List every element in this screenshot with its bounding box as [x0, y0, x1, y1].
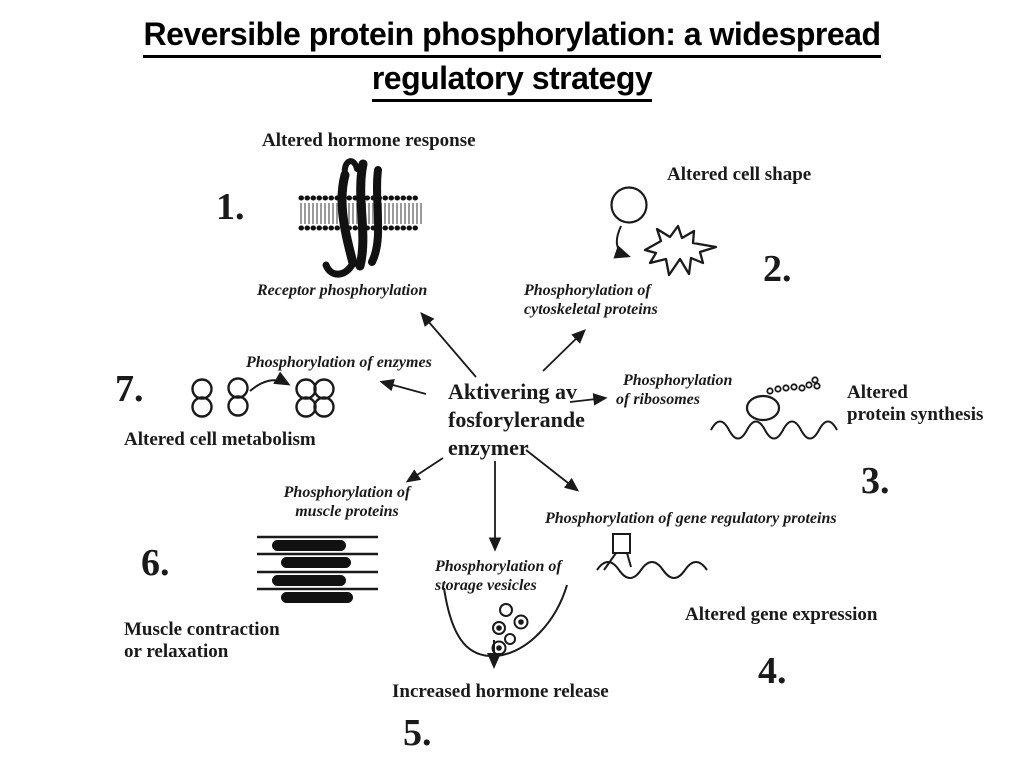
- arrow-to-cytoskeleton: [542, 329, 586, 372]
- label-storage-vesicles-line2: storage vesicles: [435, 577, 537, 594]
- label-ribosomes: Phosphorylation of ribosomes: [616, 371, 732, 409]
- enzyme-subunit-drawing: [191, 371, 335, 418]
- outcome-hormone-response: Altered hormone response: [262, 130, 476, 151]
- page-title: Reversible protein phosphorylation: a wi…: [0, 14, 1024, 102]
- label-cytoskeletal-proteins: Phosphorylation of cytoskeletal proteins: [524, 281, 658, 319]
- arrow-to-gene: [525, 449, 580, 492]
- page-title-line2: regulatory strategy: [371, 58, 653, 102]
- page-title-line1: Reversible protein phosphorylation: a wi…: [143, 14, 881, 58]
- cell-shape-drawing: [610, 186, 718, 277]
- number-3: 3.: [861, 460, 890, 502]
- membrane-receptor-drawing: [298, 158, 424, 278]
- outcome-muscle-line2: or relaxation: [124, 641, 229, 662]
- outcome-cell-shape: Altered cell shape: [667, 164, 812, 185]
- label-cytoskeletal-line2: cytoskeletal proteins: [524, 301, 658, 318]
- hub-line2: fosforylerande: [448, 407, 585, 432]
- outcome-muscle-line1: Muscle contraction: [124, 619, 280, 640]
- label-muscle-proteins-line2: muscle proteins: [295, 503, 399, 520]
- label-gene-regulatory: Phosphorylation of gene regulatory prote…: [545, 510, 837, 527]
- label-enzymes: Phosphorylation of enzymes: [246, 354, 432, 371]
- hub-arrows: [379, 311, 608, 552]
- number-1: 1.: [216, 186, 245, 228]
- ribosome-drawing: [710, 376, 838, 440]
- outcome-hormone-release: Increased hormone release: [392, 681, 609, 702]
- label-cytoskeletal-line1: Phosphorylation of: [524, 282, 651, 299]
- outcome-protein-synthesis-line2: protein synthesis: [847, 404, 984, 425]
- outcome-protein-synthesis: Altered protein synthesis: [847, 382, 983, 426]
- number-7: 7.: [115, 368, 144, 410]
- label-storage-vesicles-line1: Phosphorylation of: [435, 558, 562, 575]
- number-2: 2.: [763, 248, 792, 290]
- hub-text: Aktivering av fosforylerande enzymer: [448, 378, 585, 462]
- number-4: 4.: [758, 650, 787, 692]
- number-5: 5.: [403, 712, 432, 754]
- arrow-to-ribosomes: [569, 393, 608, 406]
- hub-line3: enzymer: [448, 435, 529, 460]
- storage-vesicle-drawing: [443, 584, 568, 669]
- outcome-gene-expression: Altered gene expression: [685, 604, 878, 625]
- outcome-muscle-contraction: Muscle contraction or relaxation: [124, 619, 280, 663]
- arrow-to-enzymes: [379, 379, 427, 395]
- arrow-to-muscle: [405, 457, 444, 483]
- label-receptor-phosphorylation: Receptor phosphorylation: [257, 282, 428, 299]
- number-6: 6.: [141, 542, 170, 584]
- label-ribosomes-line2: of ribosomes: [616, 391, 700, 408]
- arrow-to-receptor: [420, 311, 477, 378]
- gene-regulatory-protein-drawing: [596, 533, 708, 579]
- label-storage-vesicles: Phosphorylation of storage vesicles: [435, 557, 562, 595]
- hub-line1: Aktivering av: [448, 379, 577, 404]
- muscle-filament-drawing: [257, 535, 378, 603]
- label-ribosomes-line1: Phosphorylation: [623, 372, 733, 389]
- outcome-cell-metabolism: Altered cell metabolism: [124, 429, 316, 450]
- label-muscle-proteins: Phosphorylation of muscle proteins: [268, 483, 426, 521]
- outcome-protein-synthesis-line1: Altered: [847, 382, 908, 403]
- label-muscle-proteins-line1: Phosphorylation of: [283, 484, 411, 501]
